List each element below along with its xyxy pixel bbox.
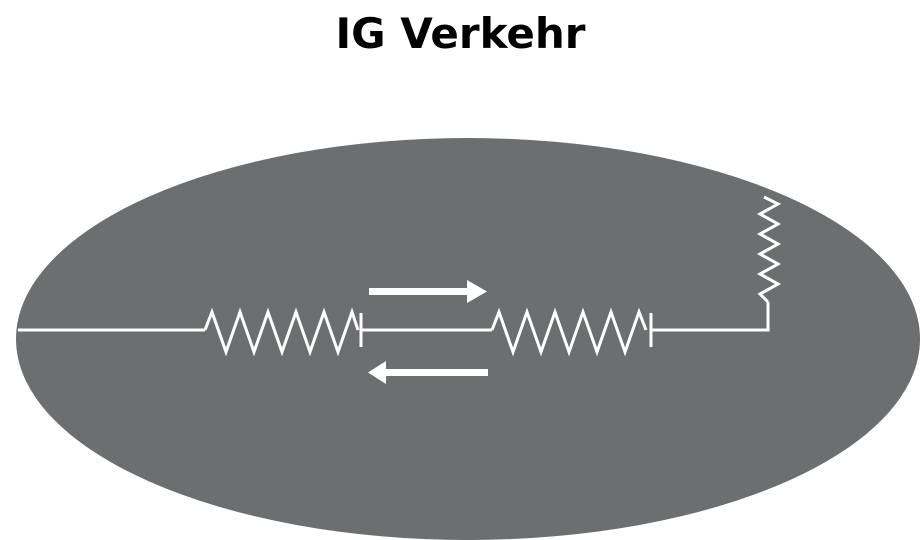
resistor-right-icon (490, 307, 648, 357)
resistor-left-icon (203, 307, 360, 357)
ellipse-background (16, 138, 920, 540)
wire-right (651, 302, 770, 332)
arrow-right-icon (369, 280, 487, 303)
page-title: IG Verkehr (335, 9, 586, 58)
resistor-vertical-icon (756, 195, 782, 304)
arrow-left-icon (368, 361, 488, 384)
